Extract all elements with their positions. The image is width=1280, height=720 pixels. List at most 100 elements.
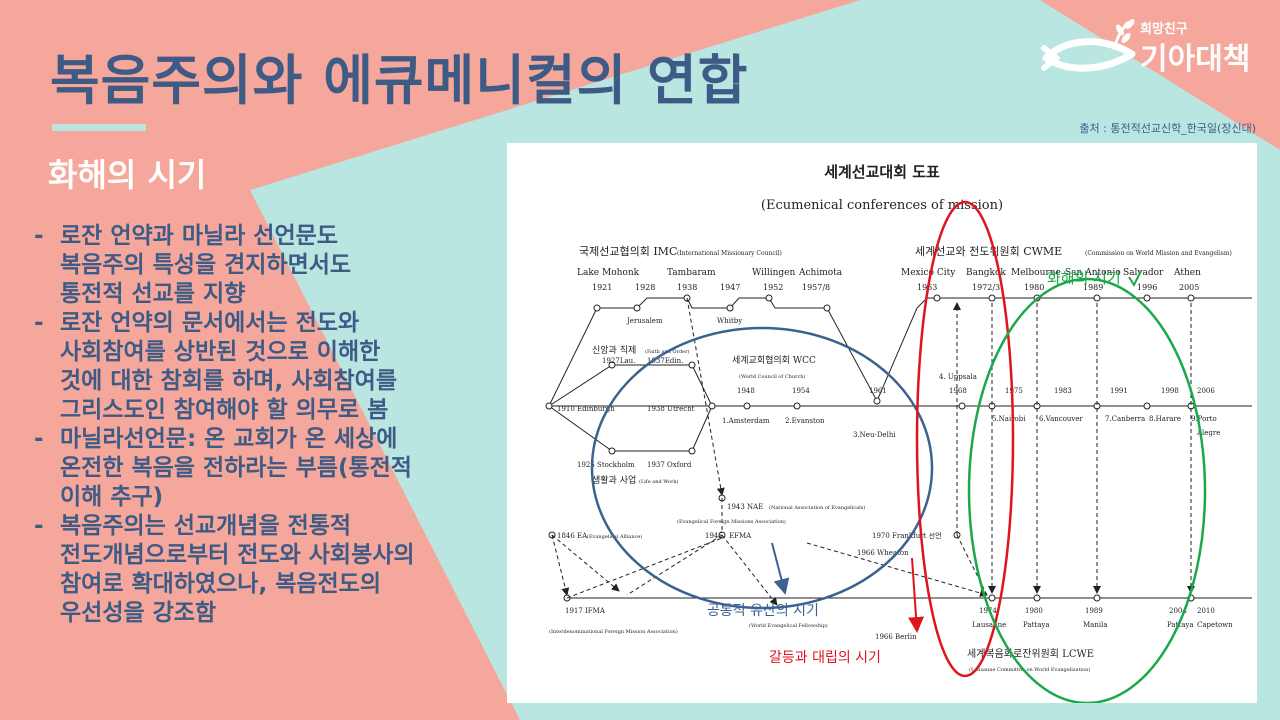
mission-conferences-diagram: 세계선교대회 도표 (Ecumenical conferences of mis…: [507, 143, 1257, 703]
node-label: (Interdenominational Foreign Mission Ass…: [549, 628, 678, 635]
bullet-line: 로잔 언약과 마닐라 선언문도: [60, 223, 338, 249]
node-label: (Evangelical Foreign Missions Associatio…: [677, 518, 786, 525]
node-label: Manila: [1083, 621, 1108, 629]
bullet-line: 복음주의 특성을 견지하면서도: [60, 252, 352, 278]
node-label: Alegre: [1196, 429, 1220, 437]
node-label: 신앙과 직제: [592, 344, 636, 356]
place-label: Melbourne: [1011, 268, 1061, 278]
reconciliation-ellipse: [967, 277, 1207, 703]
node-label: Whitby: [717, 317, 742, 325]
node-label: 1927Lau.: [602, 357, 635, 365]
diagram-canvas: 세계선교대회 도표 (Ecumenical conferences of mis…: [545, 163, 1252, 703]
node-label: 5.Nairobi: [992, 415, 1026, 423]
place-label: Lake Mohonk: [577, 268, 640, 278]
bullet-line: 전도개념으로부터 전도와 사회봉사의: [60, 542, 415, 568]
node-label: 6.Vancouver: [1039, 415, 1084, 423]
node-label: 1917 IFMA: [565, 607, 606, 615]
bullet-line: 통전적 선교를 지향: [60, 281, 246, 307]
place-label: Achimota: [798, 268, 843, 278]
node-label: (National Association of Evangelicals): [769, 504, 865, 511]
year-label: 1991: [1110, 387, 1128, 395]
node-label: Capetown: [1197, 621, 1233, 629]
place-label: Willingen: [752, 268, 795, 278]
year-label: 1952: [763, 283, 783, 292]
node-label: 3.Neu-Delhi: [853, 431, 896, 439]
place-label: San Antonio: [1065, 268, 1121, 278]
node-label: (World Evangelical Fellowship): [749, 622, 828, 629]
place-label: Bangkok: [966, 268, 1006, 278]
year-label: 1983: [1054, 387, 1072, 395]
year-label: 2005: [1179, 283, 1199, 292]
place-label: Athen: [1173, 268, 1201, 278]
logo-small-text: 희망친구: [1140, 22, 1188, 37]
title-underline: [52, 124, 146, 131]
year-label: 1954: [792, 387, 810, 395]
bullet-line: 온전한 복음을 전하라는 부름(통전적: [60, 455, 412, 481]
year-label: 2006: [1197, 387, 1215, 395]
node-label: EA: [577, 532, 588, 540]
conflict-label: 갈등과 대립의 시기: [769, 650, 881, 666]
year-label: 1968: [949, 387, 967, 395]
node-label: 1943 NAE: [727, 503, 763, 511]
node-label: 2.Evanston: [785, 417, 825, 425]
bullet-line: 참여로 확대하였으나, 복음전도의: [60, 571, 381, 597]
section-subtitle: 화해의 시기: [48, 156, 207, 194]
year-label: 1980: [1025, 607, 1043, 615]
logo: 희망친구 기아대책: [1040, 10, 1270, 82]
bullet-line: 로잔 언약의 문서에서는 전도와: [60, 310, 360, 336]
cwme-label: 세계선교와 전도위원회 CWME: [915, 245, 1062, 258]
diagram-title: 세계선교대회 도표: [824, 163, 940, 181]
bullet-line: 그리스도인 참여해야 할 의무로 봄: [60, 397, 389, 423]
year-label: 1945: [705, 532, 723, 540]
lcwe-en-label: (Lausanne Committee on World Evangelizat…: [969, 666, 1090, 673]
node-label: Pattaya: [1023, 621, 1050, 629]
imc-label: 국제선교협의회 IMC: [579, 245, 677, 258]
bullet-line: 이해 추구): [60, 484, 164, 510]
imc-en-label: (International Missionary Council): [677, 250, 782, 257]
node-label: 1925 Stockholm: [577, 461, 635, 469]
node-label: Pattaya: [1167, 621, 1194, 629]
fish-wheat-icon: [1041, 19, 1136, 72]
node-label: Lausanne: [972, 621, 1006, 629]
year-label: 1980: [1024, 283, 1044, 292]
bullet-item: - 복음주의는 선교개념을 전통적 전도개념으로부터 전도와 사회봉사의 참여로…: [30, 512, 500, 628]
place-label: Salvador: [1123, 268, 1164, 278]
year-label: 1948: [737, 387, 755, 395]
source-citation: 출처 : 통전적선교신학_한국일(장신대): [1079, 122, 1256, 135]
year-label: 1938: [677, 283, 697, 292]
year-label: 1961: [869, 387, 887, 395]
conflict-ellipse: [915, 200, 1015, 678]
node-label: Jerusalem: [626, 317, 663, 325]
node-label: 1910 Edinburgh: [557, 405, 615, 413]
year-label: 1998: [1161, 387, 1179, 395]
node-label: 4. Uppsala: [939, 373, 977, 381]
lcwe-label: 세계복음화로잔위원회 LCWE: [967, 647, 1094, 660]
common-heritage-label: 공통적 유산의 시기: [707, 603, 819, 619]
wcc-label: 세계교회협의회 WCC: [732, 354, 816, 366]
year-label: 1989: [1083, 283, 1103, 292]
node-label: 1970 Frankfurt 선언: [872, 531, 942, 540]
page-title: 복음주의와 에큐메니컬의 연합: [50, 49, 749, 112]
year-label: 1974: [979, 607, 997, 615]
year-label: 2004: [1169, 607, 1187, 615]
node-label: 1.Amsterdam: [722, 417, 770, 425]
cwme-en-label: (Commission on World Mission and Evangel…: [1085, 250, 1232, 257]
year-label: 1996: [1137, 283, 1157, 292]
year-label: 1947: [720, 283, 740, 292]
node-label: 8.Harare: [1149, 415, 1181, 423]
common-heritage-ellipse: [590, 326, 934, 610]
place-label: Mexico City: [901, 268, 956, 278]
diagram-subtitle: (Ecumenical conferences of mission): [761, 198, 1003, 213]
year-label: 1928: [635, 283, 655, 292]
node-label: 1937Edin.: [647, 357, 683, 365]
place-label: Tambaram: [667, 268, 716, 278]
year-label: 1975: [1005, 387, 1023, 395]
node-label: 1966 Berlin: [875, 633, 917, 641]
year-label: 1846: [557, 532, 575, 540]
year-label: 1957/8: [802, 283, 830, 292]
bullet-line: 사회참여를 상반된 것으로 이해한: [60, 339, 381, 365]
bullet-list: - 로잔 언약과 마닐라 선언문도 복음주의 특성을 견지하면서도 통전적 선교…: [30, 222, 500, 628]
node-label: 생활과 사업: [592, 474, 636, 486]
year-label: 1989: [1085, 607, 1103, 615]
